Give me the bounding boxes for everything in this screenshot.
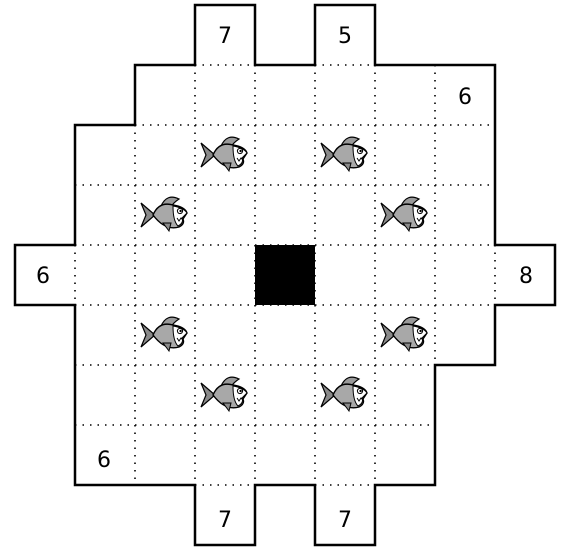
clue-right-1: 8 bbox=[519, 264, 533, 289]
piranha-icon[interactable] bbox=[141, 317, 187, 351]
clue-top-1: 7 bbox=[218, 24, 232, 49]
clue-left-1: 6 bbox=[36, 264, 50, 289]
clue-top-2: 5 bbox=[338, 24, 352, 49]
piranha-icon[interactable] bbox=[201, 137, 247, 171]
clue-inner-top-right: 6 bbox=[458, 85, 472, 110]
piranha-icon[interactable] bbox=[321, 377, 367, 411]
piranha-icon[interactable] bbox=[321, 137, 367, 171]
clue-inner-bottom-left: 6 bbox=[97, 448, 111, 473]
piranha-icon[interactable] bbox=[381, 197, 427, 231]
blocked-cell bbox=[255, 245, 315, 305]
piranha-icon[interactable] bbox=[141, 197, 187, 231]
piranha-icon[interactable] bbox=[381, 317, 427, 351]
piranha-icon[interactable] bbox=[201, 377, 247, 411]
clue-bottom-2: 7 bbox=[338, 508, 352, 533]
clue-bottom-1: 7 bbox=[218, 508, 232, 533]
